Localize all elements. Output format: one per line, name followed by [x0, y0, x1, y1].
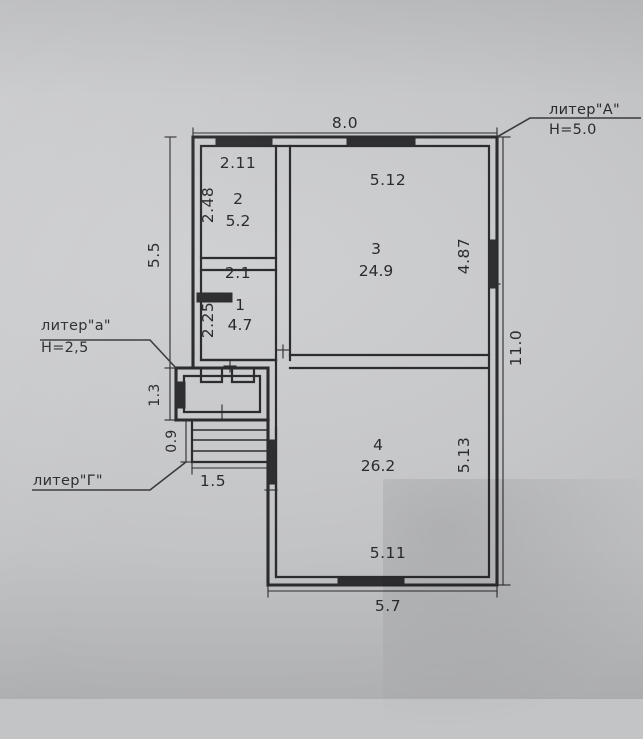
- liter-a-lower-height: Н=2,5: [41, 340, 89, 356]
- door-openings: [199, 283, 501, 491]
- liter-g-text: литер"Г": [33, 473, 103, 489]
- window-top-right: [346, 138, 416, 147]
- dim-room1-width: 2.1: [225, 264, 251, 282]
- room3-number: 3: [371, 240, 381, 258]
- room-label-3: 3 24.9: [359, 240, 394, 280]
- leader-lines: [32, 117, 641, 491]
- window-top-left: [215, 138, 273, 147]
- window-left-room4: [268, 439, 277, 485]
- dim-room1-height: 2.25: [199, 302, 217, 339]
- dim-room4-width: 5.11: [370, 544, 407, 562]
- dim-room3-height: 4.87: [455, 238, 473, 275]
- room3-area: 24.9: [359, 262, 394, 280]
- room4-area: 26.2: [361, 457, 396, 475]
- room-label-4: 4 26.2: [361, 436, 396, 475]
- window-bottom-room4: [337, 577, 405, 586]
- dimension-lines: [164, 127, 511, 598]
- dim-right-overall: 11.0: [507, 330, 525, 367]
- liter-a-upper-height: Н=5.0: [549, 122, 597, 138]
- interior-partitions: [191, 135, 491, 370]
- liter-a-upper-label: литер"А" Н=5.0: [549, 102, 620, 138]
- dim-left-overall: 5.5: [145, 242, 163, 268]
- window-room1-left: [196, 292, 233, 303]
- room2-area: 5.2: [226, 212, 251, 230]
- dim-room4-height: 5.13: [455, 437, 473, 474]
- room1-area: 4.7: [228, 316, 253, 334]
- liter-a-upper-text: литер"А": [549, 102, 620, 118]
- liter-a-lower-label: литер"а" Н=2,5: [41, 318, 111, 356]
- dim-steps-width: 1.5: [200, 472, 226, 490]
- dim-bottom-overall: 5.7: [375, 597, 401, 615]
- liter-g-label: литер"Г": [33, 473, 103, 489]
- window-right-room3: [489, 239, 498, 289]
- window-openings: [175, 138, 498, 586]
- liter-a-lower-text: литер"а": [41, 318, 111, 334]
- dim-room3-width: 5.12: [370, 171, 407, 189]
- dim-annex-depth: 1.3: [147, 383, 163, 406]
- window-annex-left: [175, 381, 186, 409]
- room-label-2: 2 5.2: [226, 190, 251, 230]
- dim-top-overall: 8.0: [332, 114, 358, 132]
- room-label-1: 1 4.7: [228, 296, 253, 334]
- room4-number: 4: [373, 436, 383, 454]
- dim-steps-depth: 0.9: [164, 429, 180, 452]
- dim-room2-width: 2.11: [220, 154, 257, 172]
- room1-number: 1: [235, 296, 245, 314]
- floor-plan-drawing: 8.0 2.11 2.48 2.1 2.25 5.12 4.87 5.11 5.…: [32, 102, 641, 615]
- entrance-stairs: [190, 418, 270, 464]
- dim-room2-height: 2.48: [199, 187, 217, 224]
- room2-number: 2: [233, 190, 243, 208]
